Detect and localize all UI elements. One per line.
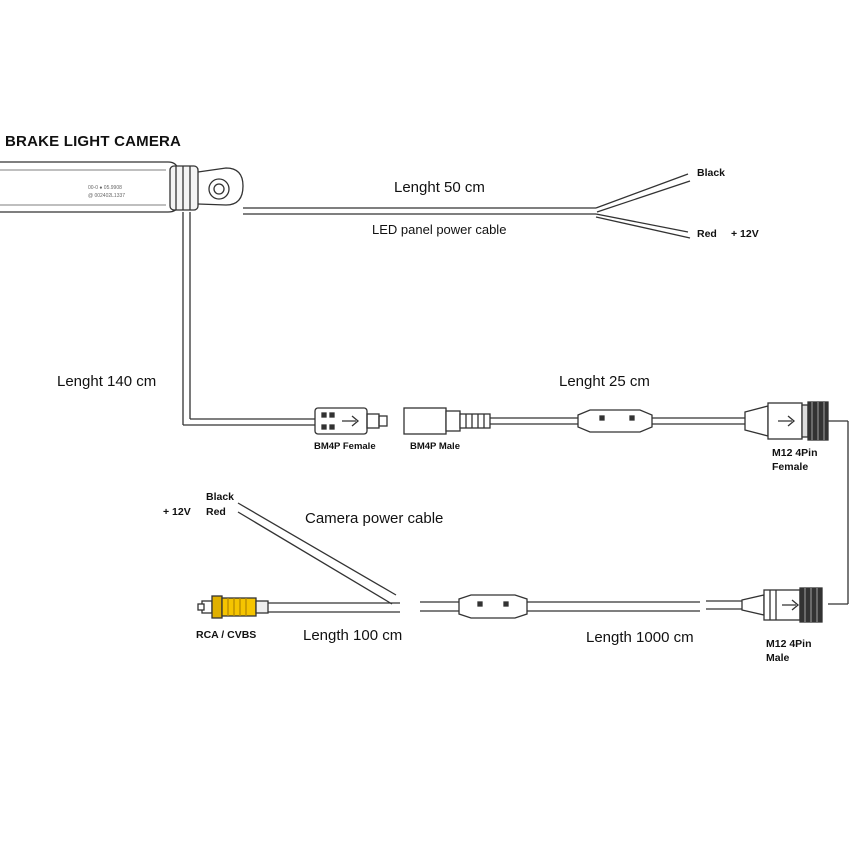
led-cable-length: Lenght 50 cm <box>394 179 485 196</box>
page-title: BRAKE LIGHT CAMERA <box>5 133 182 150</box>
power-wire-red: Red <box>206 506 226 518</box>
m12-male-connector <box>741 587 823 623</box>
bm4p-female-label: BM4P Female <box>314 441 376 452</box>
rca-cable-length: Length 100 cm <box>303 627 403 644</box>
power-voltage: + 12V <box>163 506 191 518</box>
camera-power-cable <box>237 502 397 605</box>
adapter-cable-length: Lenght 25 cm <box>559 373 650 390</box>
rca-label: RCA / CVBS <box>196 629 257 641</box>
svg-text:@ 002402L1337: @ 002402L1337 <box>88 193 125 199</box>
svg-text:00-0 ● 05.9908: 00-0 ● 05.9908 <box>88 185 122 191</box>
led-wire-red-voltage: + 12V <box>731 228 759 240</box>
brake-light-housing: 00-0 ● 05.9908 @ 002402L1337 <box>0 161 244 213</box>
led-wire-black: Black <box>697 167 726 179</box>
led-wire-red: Red <box>697 228 717 240</box>
camera-cable-140 <box>182 212 315 426</box>
rca-cable <box>268 602 400 613</box>
bm4p-female-connector <box>314 407 388 435</box>
led-power-cable <box>243 173 691 239</box>
power-cable-name: Camera power cable <box>305 510 444 527</box>
m12-male-label: M12 4Pin Male <box>766 638 812 664</box>
power-wire-black: Black <box>206 491 235 503</box>
rca-plug <box>197 595 269 619</box>
m12-female-connector <box>744 401 829 441</box>
extension-cable-length: Length 1000 cm <box>586 629 694 646</box>
extension-cable-1000 <box>420 594 742 619</box>
adapter-cable-25 <box>490 409 745 433</box>
m12-link-line <box>828 420 849 605</box>
m12-female-label: M12 4Pin Female <box>772 447 818 473</box>
led-cable-name: LED panel power cable <box>372 222 507 237</box>
bm4p-male-label: BM4P Male <box>410 441 460 452</box>
camera-cable-length: Lenght 140 cm <box>57 373 157 390</box>
bm4p-male-connector <box>403 407 491 435</box>
